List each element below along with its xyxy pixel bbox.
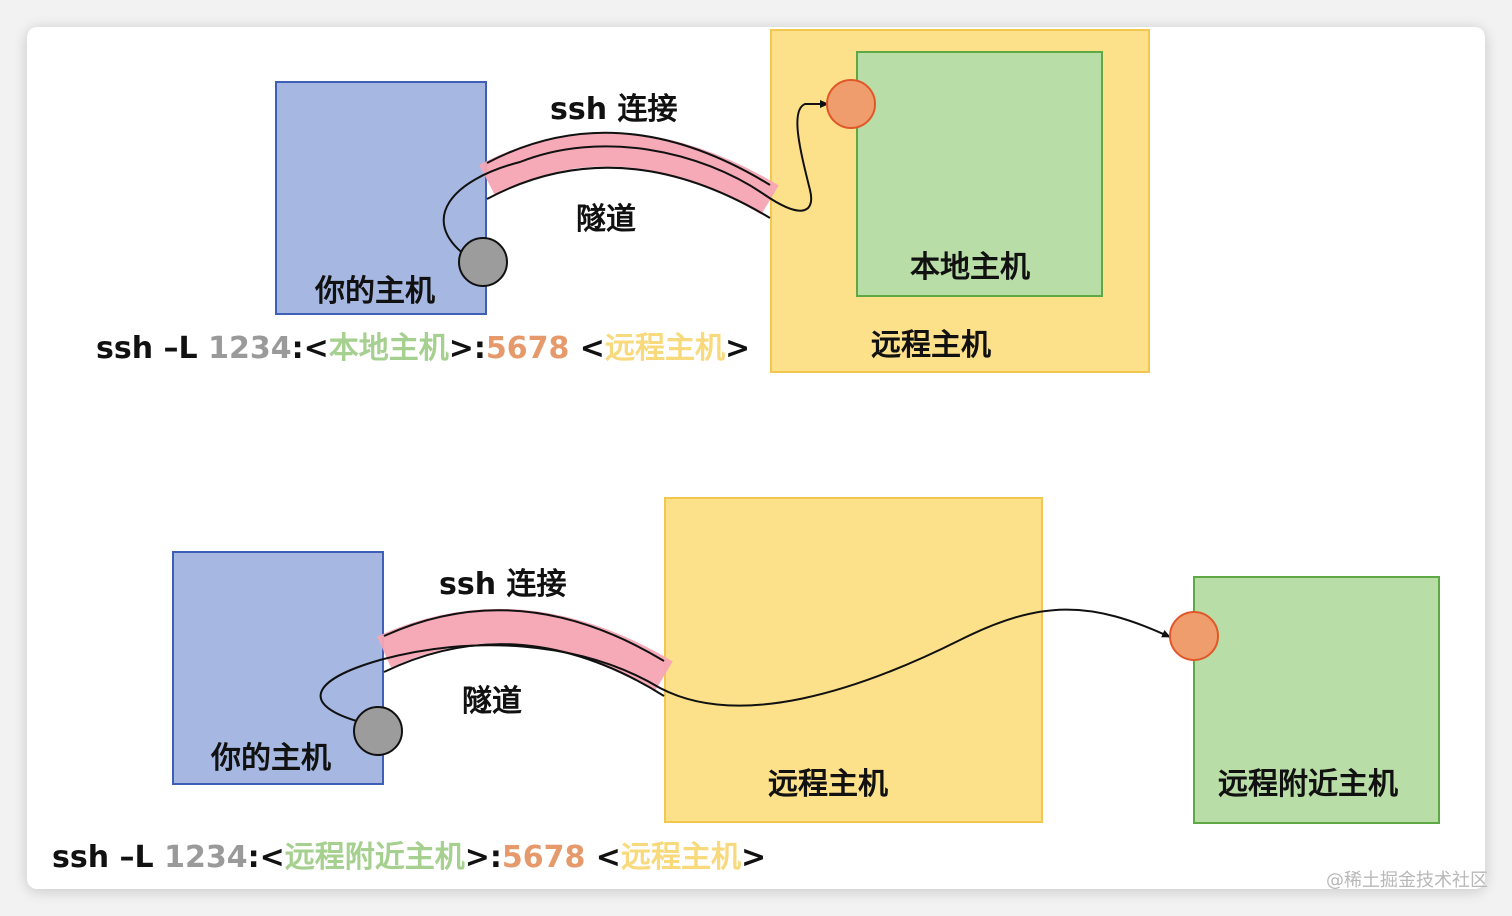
local-host-box-top [856,51,1103,297]
ssh-command-top: ssh –L 1234:<本地主机>:5678 <远程主机> [96,334,750,364]
cmd-remote-port: 5678 [485,331,570,366]
tunnel-label-top: 隧道 [576,202,636,237]
ssh-command-bottom: ssh –L 1234:<远程附近主机>:5678 <远程主机> [52,843,766,873]
watermark: @稀土掘金技术社区 [1326,870,1488,891]
cmd-suffix: > [740,840,767,875]
cmd-ssh-host: 远程主机 [604,331,725,366]
cmd-sep: >: [448,331,486,366]
remote-host-label-top: 远程主机 [871,328,991,363]
cmd-target-host: 本地主机 [328,331,449,366]
local-host-label-top: 本地主机 [910,250,1030,285]
cmd-sep: < [585,840,621,875]
near-host-label-bottom: 远程附近主机 [1218,767,1398,802]
cmd-local-port: 1234 [208,331,292,366]
near-host-box-bottom [1193,576,1440,824]
your-host-label-bottom: 你的主机 [211,741,331,776]
ssh-connection-label-bottom: ssh 连接 [439,567,567,602]
cmd-prefix: ssh –L [52,840,165,875]
ssh-connection-label-top: ssh 连接 [550,92,678,127]
cmd-sep: :< [247,840,285,875]
cmd-sep: :< [291,331,329,366]
cmd-sep: >: [464,840,502,875]
remote-host-label-bottom: 远程主机 [768,767,888,802]
cmd-local-port: 1234 [164,840,248,875]
tunnel-label-bottom: 隧道 [462,684,522,719]
cmd-suffix: > [724,331,751,366]
cmd-sep: < [569,331,605,366]
cmd-remote-port: 5678 [501,840,586,875]
your-host-label-top: 你的主机 [315,274,435,309]
cmd-prefix: ssh –L [96,331,209,366]
cmd-target-host: 远程附近主机 [284,840,465,875]
cmd-ssh-host: 远程主机 [620,840,741,875]
